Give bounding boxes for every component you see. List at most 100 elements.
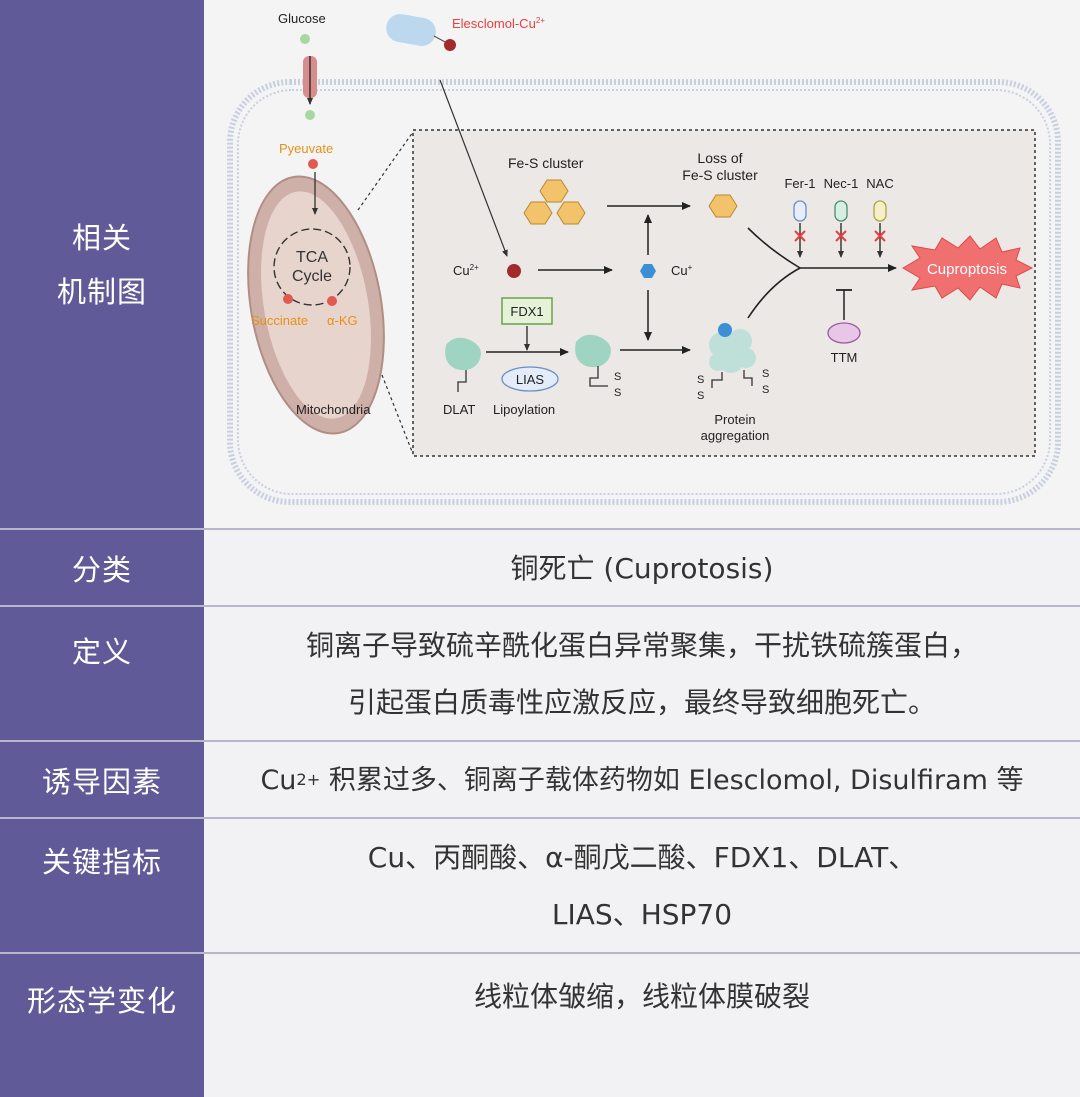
aggregate-tail-left: [711, 372, 723, 388]
dlat-label: DLAT: [443, 402, 475, 417]
aggregate-s3: S: [762, 368, 769, 380]
fer1-label: Fer-1: [784, 176, 815, 191]
elesclomol-capsule: [386, 14, 436, 46]
tca-label-line2: Cycle: [292, 268, 332, 285]
nac-capsule: [873, 200, 887, 222]
label-markers: 关键指标: [0, 819, 204, 953]
cuproptosis-label: Cuproptosis: [927, 261, 1007, 278]
glucose-dot: [300, 34, 310, 44]
fer1-cross: [794, 230, 806, 242]
value-category: 铜死亡 (Cuprotosis): [510, 551, 774, 585]
elesclomol-cu-dot: [444, 39, 456, 51]
nec1-capsule: [834, 200, 848, 222]
loss-label-line1: Loss of: [697, 150, 742, 166]
fdx1-box: [501, 297, 553, 325]
pyruvate-label: Pyeuvate: [279, 141, 333, 156]
cell-membrane: [227, 79, 1061, 505]
separator: [0, 605, 1080, 607]
mechanism-figure-cell: Glucose Pyeuvate Elesclomol-Cu2+ TCA: [204, 0, 1080, 529]
akg-label: α-KG: [327, 313, 358, 328]
separator: [0, 528, 1080, 530]
inducers-cu: Cu: [260, 764, 297, 796]
separator: [0, 952, 1080, 954]
mitochondria-label: Mitochondria: [296, 402, 371, 417]
markers-line2: LIAS、HSP70: [551, 898, 733, 931]
row-definition: 定义 铜离子导致硫辛酰化蛋白异常聚集，干扰铁硫簇蛋白， 引起蛋白质毒性应激反应，…: [0, 607, 1080, 741]
cu2-dot: [507, 264, 521, 278]
converge-curve-bottom: [747, 267, 801, 319]
loss-label-line2: Fe-S cluster: [682, 167, 758, 183]
label-category: 分类: [0, 530, 204, 606]
label-morphology: 形态学变化: [0, 954, 204, 1097]
aggregate-tail-right: [743, 370, 753, 386]
elesclomol-label: Elesclomol-Cu2+: [452, 16, 545, 31]
converge-curve-top: [747, 227, 801, 269]
tca-cycle: [273, 228, 351, 306]
inducers-rest: 积累过多、铜离子载体药物如 Elesclomol, Disulfiram 等: [320, 764, 1024, 796]
glucose-inside-dot: [305, 110, 315, 120]
aggregate-s4: S: [762, 384, 769, 396]
definition-line1: 铜离子导致硫辛酰化蛋白异常聚集，干扰铁硫簇蛋白，: [305, 629, 978, 662]
pyruvate-dot: [308, 159, 318, 169]
lias-oval: [501, 366, 559, 392]
value-markers: Cu、丙酮酸、α-酮戊二酸、FDX1、DLAT、 LIAS、HSP70: [204, 819, 1080, 953]
cell-membrane-inner: [237, 89, 1051, 495]
nac-label: NAC: [866, 176, 893, 191]
protein-aggregation-line2: aggregation: [701, 428, 770, 443]
fes-hexagon-3: [556, 201, 586, 225]
aggregate-s1: S: [697, 374, 704, 386]
lipoylation-label: Lipoylation: [493, 402, 555, 417]
cu2-label: Cu2+: [453, 263, 479, 278]
label-mechanism-line1: 相关: [71, 220, 132, 255]
fdx1-label: FDX1: [510, 304, 543, 319]
separator: [0, 817, 1080, 819]
lipoyl-s1: S: [614, 371, 621, 383]
succinate-dot: [283, 294, 293, 304]
zoom-line-top: [357, 131, 414, 211]
markers-line1: Cu、丙酮酸、α-酮戊二酸、FDX1、DLAT、: [367, 841, 917, 874]
glucose-label: Glucose: [278, 11, 326, 26]
nac-cross: [874, 230, 886, 242]
fes-hexagon-2: [523, 201, 553, 225]
value-morphology: 线粒体皱缩，线粒体膜破裂: [473, 980, 810, 1013]
label-mechanism-line2: 机制图: [56, 274, 147, 309]
ttm-label: TTM: [831, 350, 858, 365]
lias-label: LIAS: [516, 372, 545, 387]
zoom-line-bottom: [381, 374, 414, 455]
elesclomol-link: [433, 35, 448, 44]
dlat-tail: [457, 370, 467, 392]
tca-label-line1: TCA: [296, 249, 328, 266]
fer1-capsule: [793, 200, 807, 222]
cuproptosis-burst: [902, 235, 1034, 301]
succinate-label: Succinate: [251, 313, 308, 328]
elesclomol-entry-arrow: [439, 79, 508, 257]
row-category: 分类 铜死亡 (Cuprotosis): [0, 530, 1080, 606]
row-morphology: 形态学变化 线粒体皱缩，线粒体膜破裂: [0, 954, 1080, 1097]
row-mechanism: 相关 机制图: [0, 0, 1080, 529]
aggregate-s2: S: [697, 390, 704, 402]
cu1-label: Cu+: [671, 263, 693, 278]
akg-dot: [327, 296, 337, 306]
nec1-label: Nec-1: [824, 176, 859, 191]
row-markers: 关键指标 Cu、丙酮酸、α-酮戊二酸、FDX1、DLAT、 LIAS、HSP70: [0, 819, 1080, 953]
dlat-protein: [445, 337, 481, 371]
lipoylated-dlat-protein: [575, 334, 611, 368]
lost-fes-hexagon: [708, 194, 738, 218]
nec1-cross: [835, 230, 847, 242]
label-mechanism: 相关 机制图: [0, 0, 204, 529]
inset-box: [412, 129, 1036, 457]
ttm-oval: [827, 322, 861, 344]
lipoylated-dlat-tail: [589, 366, 608, 387]
label-inducers: 诱导因素: [0, 742, 204, 818]
mechanism-diagram: Glucose Pyeuvate Elesclomol-Cu2+ TCA: [227, 11, 1061, 505]
protein-aggregation-line1: Protein: [714, 412, 755, 427]
separator: [0, 740, 1080, 742]
fes-hexagon-1: [539, 179, 569, 203]
value-definition: 铜离子导致硫辛酰化蛋白异常聚集，干扰铁硫簇蛋白， 引起蛋白质毒性应激反应，最终导…: [204, 607, 1080, 741]
fes-cluster-label: Fe-S cluster: [508, 155, 584, 171]
definition-line2: 引起蛋白质毒性应激反应，最终导致细胞死亡。: [347, 686, 936, 719]
protein-aggregate: [709, 323, 756, 373]
